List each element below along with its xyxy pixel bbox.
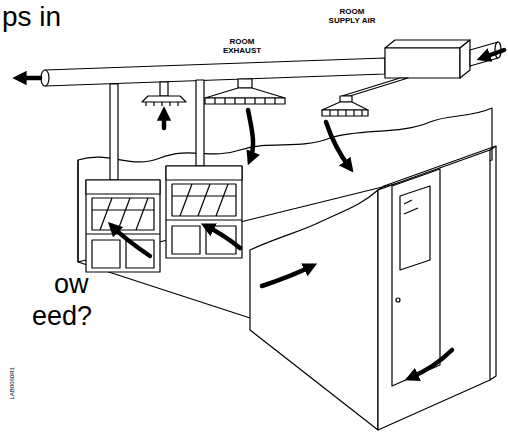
partition-wall <box>250 190 378 430</box>
fume-hood <box>86 180 160 194</box>
drawing-number: LAB0060R1 <box>9 353 16 413</box>
exhaust-diffuser <box>238 79 252 88</box>
airflow-arrow <box>206 226 240 248</box>
exhaust-diffuser <box>215 98 275 104</box>
fume-hood <box>166 166 242 180</box>
supply-diffuser <box>340 96 352 102</box>
airflow-arrow <box>248 110 253 160</box>
partition-wall <box>490 146 496 380</box>
exhaust-diffuser <box>205 98 285 104</box>
fume-hood <box>92 240 120 268</box>
door <box>404 200 418 214</box>
door <box>392 169 440 386</box>
slide-text: eed? <box>32 302 92 332</box>
fume-hood <box>172 184 236 216</box>
callout-label: ROOM EXHAUST <box>218 38 266 56</box>
exhaust-diffuser <box>205 88 285 98</box>
airflow-arrow <box>112 226 150 256</box>
fume-hood <box>166 219 242 220</box>
airflow-arrow <box>18 50 504 378</box>
exhaust-duct <box>45 58 385 86</box>
supply-diffuser <box>322 96 368 116</box>
fume-hood <box>92 198 154 230</box>
supply-diffuser <box>322 110 368 116</box>
airflow-arrow <box>326 122 350 168</box>
supply-diffuser <box>322 102 368 110</box>
airflow-arrow <box>18 76 40 81</box>
fume-hood <box>166 166 242 258</box>
airflow-arrow <box>410 350 452 378</box>
supply-air-unit <box>342 78 408 96</box>
hood-exhaust-ducts <box>196 80 204 166</box>
lab-ventilation-illustration <box>41 40 501 430</box>
slide-text: ps in <box>2 2 61 33</box>
door <box>392 169 440 386</box>
callout-label: ROOM SUPPLY AIR <box>326 8 378 26</box>
hood-exhaust-ducts <box>142 96 186 102</box>
fume-hood <box>166 166 242 258</box>
hood-exhaust-ducts <box>110 84 118 180</box>
supply-air-unit <box>342 40 501 96</box>
partition-wall <box>250 146 496 430</box>
airflow-arrow <box>162 112 167 128</box>
door <box>396 298 400 302</box>
partition-wall <box>378 150 490 430</box>
hood-exhaust-ducts <box>160 82 168 96</box>
fume-hood <box>92 198 154 230</box>
exhaust-diffuser <box>205 79 285 104</box>
supply-air-unit <box>460 40 470 78</box>
supply-diffuser <box>330 110 362 116</box>
hood-exhaust-ducts <box>110 80 204 180</box>
fume-hood <box>86 180 160 272</box>
airflow-arrow <box>262 266 312 286</box>
hood-exhaust-ducts <box>146 102 178 106</box>
room-wall <box>77 160 78 262</box>
supply-air-unit <box>385 40 470 48</box>
door <box>400 186 430 270</box>
supply-air-unit <box>385 48 460 78</box>
fume-hood <box>172 184 236 216</box>
fume-hood <box>86 180 160 272</box>
exhaust-duct <box>41 58 385 86</box>
airflow-arrow <box>482 50 504 58</box>
fume-hood <box>172 226 200 254</box>
slide-text: ow <box>54 270 89 300</box>
